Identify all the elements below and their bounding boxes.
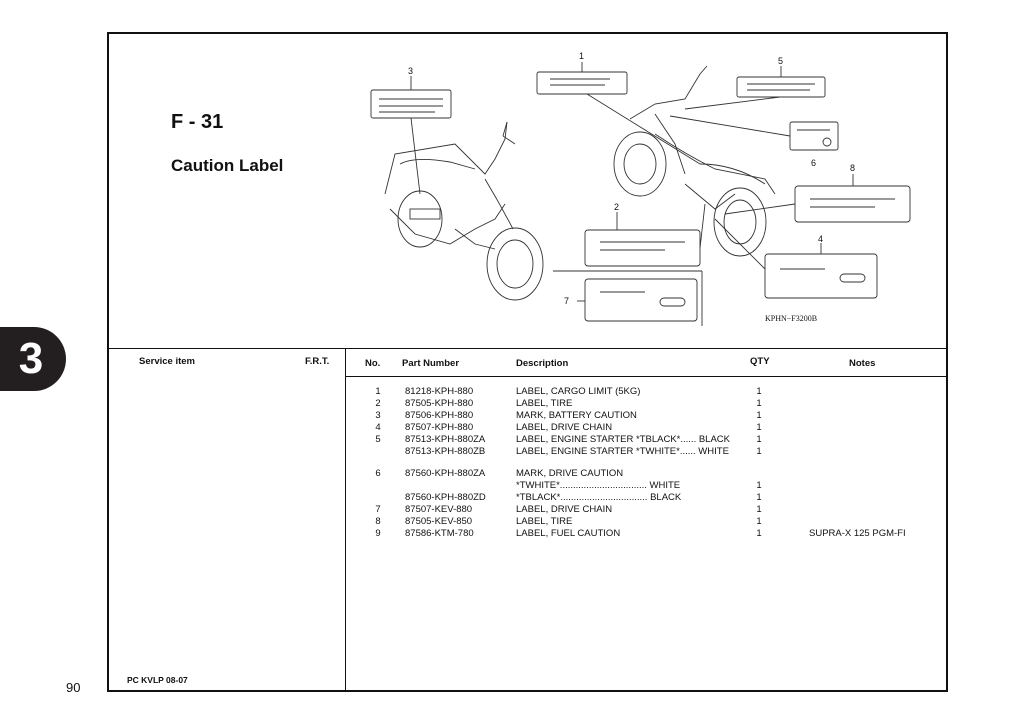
header-service-item: Service item: [139, 356, 195, 367]
table-header-divider: [345, 376, 946, 377]
column-divider: [345, 348, 346, 690]
table-cell-no: 8: [375, 516, 381, 527]
callout-7: 7: [564, 296, 569, 306]
table-cell-no: 9: [375, 528, 381, 539]
callout-5: 5: [778, 56, 783, 66]
figure-ref-code: KPHN−F3200B: [765, 314, 818, 323]
table-cell-part: 87507-KPH-880: [405, 422, 474, 433]
header-no: No.: [365, 358, 381, 369]
table-cell-qty: 1: [756, 398, 762, 409]
table-cell-desc: *TWHITE*................................…: [516, 480, 681, 491]
table-cell-no: 5: [375, 434, 381, 445]
table-cell-part: 87560-KPH-880ZA: [405, 468, 486, 479]
table-cell-part: 87586-KTM-780: [405, 528, 474, 539]
table-cell-qty: 1: [756, 410, 762, 421]
table-cell-no: 2: [375, 398, 381, 409]
table-cell-qty: 1: [756, 434, 762, 445]
section-tab: 3: [0, 327, 66, 391]
table-cell-part: 87505-KEV-850: [405, 516, 473, 527]
header-part-number: Part Number: [402, 358, 460, 369]
table-cell-qty: 1: [756, 446, 762, 457]
table-cell-part: 87505-KPH-880: [405, 398, 474, 409]
header-description: Description: [516, 358, 569, 369]
scooter-left-illustration: [384, 121, 544, 301]
table-cell-qty: 1: [756, 480, 762, 491]
callout-3: 3: [408, 66, 413, 76]
table-cell-desc: LABEL, TIRE: [516, 398, 573, 409]
label-callout-8: [794, 185, 911, 223]
table-cell-desc: LABEL, DRIVE CHAIN: [516, 422, 613, 433]
page-number: 90: [66, 680, 81, 695]
callout-8: 8: [850, 163, 855, 173]
table-cell-part: 87560-KPH-880ZD: [405, 492, 486, 503]
table-cell-qty: 1: [756, 504, 762, 515]
table-cell-no: 1: [375, 386, 381, 397]
page-frame: F - 31 Caution Label Service item F.R.T.…: [107, 32, 948, 692]
callout-1: 1: [579, 51, 584, 61]
callout-2: 2: [614, 202, 619, 212]
label-callout-5: [736, 76, 826, 98]
table-cell-no: 6: [375, 468, 381, 479]
table-cell-note: SUPRA-X 125 PGM-FI: [809, 528, 906, 539]
table-cell-qty: 1: [756, 492, 762, 503]
table-cell-part: 87507-KEV-880: [405, 504, 473, 515]
table-cell-desc: LABEL, FUEL CAUTION: [516, 528, 621, 539]
table-cell-part: 81218-KPH-880: [405, 386, 474, 397]
table-cell-no: 4: [375, 422, 381, 433]
table-cell-part: 87506-KPH-880: [405, 410, 474, 421]
label-callout-4: [764, 253, 878, 299]
label-callout-3: [370, 89, 452, 119]
section-title: Caution Label: [171, 156, 284, 175]
table-cell-part: 87513-KPH-880ZA: [405, 434, 486, 445]
table-cell-qty: 1: [756, 386, 762, 397]
table-cell-no: 7: [375, 504, 381, 515]
header-qty: QTY: [750, 356, 770, 367]
section-code: F - 31: [171, 111, 224, 133]
table-cell-qty: 1: [756, 528, 762, 539]
table-cell-desc: LABEL, TIRE: [516, 516, 573, 527]
table-cell-desc: LABEL, ENGINE STARTER *TWHITE*...... WHI…: [516, 446, 729, 457]
label-callout-1: [536, 71, 628, 95]
table-cell-desc: LABEL, CARGO LIMIT (5KG): [516, 386, 641, 397]
header-notes: Notes: [849, 358, 876, 369]
table-cell-qty: 1: [756, 422, 762, 433]
table-cell-qty: 1: [756, 516, 762, 527]
label-callout-2: [584, 229, 701, 267]
header-frt: F.R.T.: [305, 356, 330, 367]
table-cell-desc: MARK, DRIVE CAUTION: [516, 468, 624, 479]
callout-6: 6: [811, 158, 816, 168]
section-tab-number: 3: [18, 334, 44, 383]
table-cell-part: 87513-KPH-880ZB: [405, 446, 486, 457]
table-cell-no: 3: [375, 410, 381, 421]
label-callout-6: [789, 121, 839, 151]
label-callout-7: [584, 278, 698, 322]
callout-4: 4: [818, 234, 823, 244]
table-cell-desc: LABEL, DRIVE CHAIN: [516, 504, 613, 515]
table-cell-desc: LABEL, ENGINE STARTER *TBLACK*...... BLA…: [516, 434, 730, 445]
header-divider: [109, 348, 946, 349]
footer-code: PC KVLP 08-07: [127, 675, 188, 685]
parts-diagram: 1 2 3 4 5 6 7 8: [370, 51, 911, 326]
table-cell-desc: MARK, BATTERY CAUTION: [516, 410, 637, 421]
table-cell-desc: *TBLACK*................................…: [516, 492, 682, 503]
